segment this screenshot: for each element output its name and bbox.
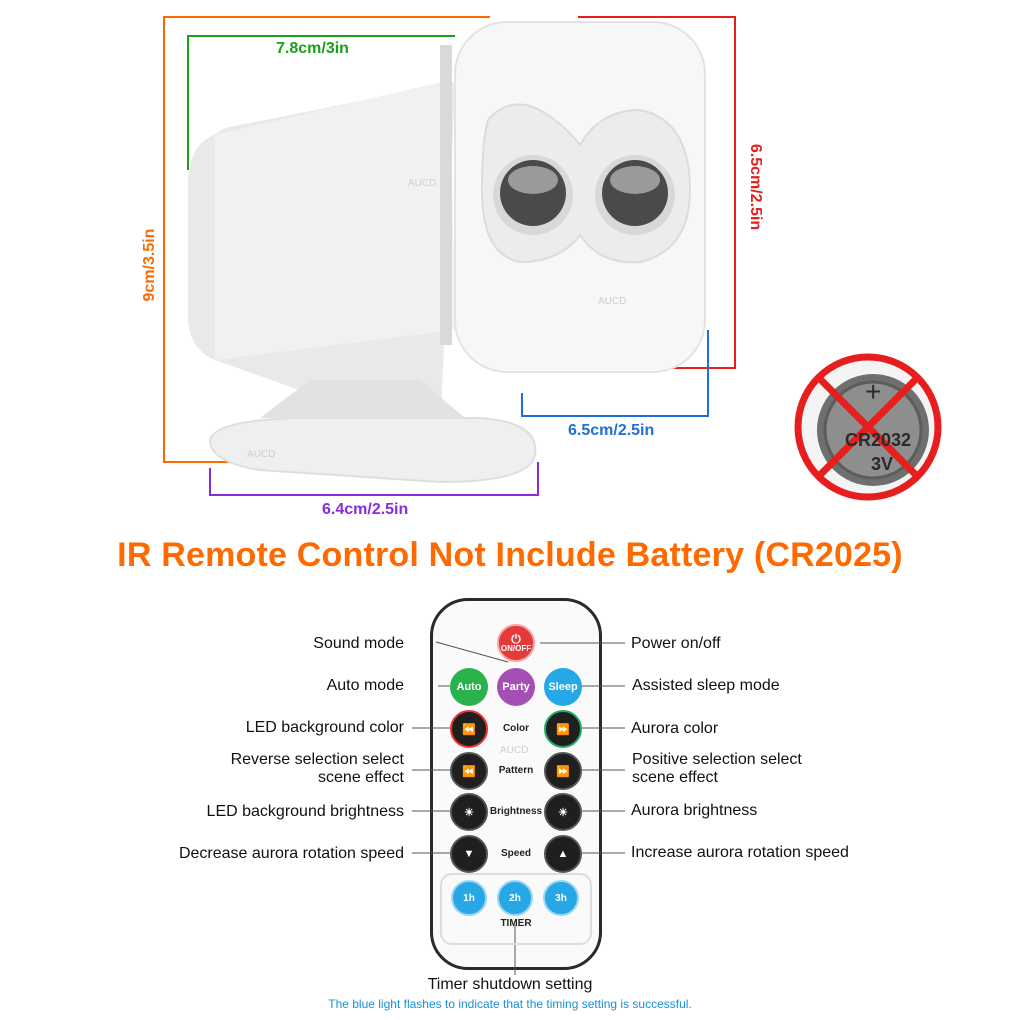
watermark-product: AUCD [408, 178, 437, 189]
power-label: Power on/off [631, 635, 721, 652]
depth-dimension-label: 6.5cm/2.5in [568, 422, 655, 439]
timer-panel [440, 873, 592, 945]
projector-body [188, 21, 706, 484]
height-right-dimension-label: 6.5cm/2.5in [747, 143, 764, 231]
width-dimension-label: 7.8cm/3in [276, 40, 349, 57]
aurora-brightness-button[interactable]: ☀ [544, 793, 582, 831]
auto-mode-label: Auto mode [326, 677, 404, 694]
led-bg-color-label: LED background color [245, 719, 404, 736]
positive-scene-button[interactable]: ⏩ [544, 752, 582, 790]
increase-speed-label: Increase aurora rotation speed [631, 844, 849, 861]
timer-1h-button[interactable]: 1h [451, 880, 487, 916]
led-brightness-button[interactable]: ☀ [450, 793, 488, 831]
aurora-brightness-label: Aurora brightness [631, 802, 758, 819]
chevron-up-icon: ▲ [557, 848, 569, 860]
power-button-label: ON/OFF [500, 643, 532, 653]
increase-speed-button[interactable]: ▲ [544, 835, 582, 873]
power-button[interactable]: ⏻ ON/OFF [497, 624, 535, 662]
battery-notice-headline: IR Remote Control Not Include Battery (C… [117, 536, 903, 574]
battery-voltage: 3V [871, 454, 894, 474]
dimension-lines [163, 16, 736, 496]
reverse-selection-line2: scene effect [318, 769, 404, 786]
pattern-label: Pattern [498, 765, 534, 776]
sleep-mode-label: Assisted sleep mode [632, 677, 780, 694]
battery-prohibited: + CR2032 3V [793, 352, 943, 502]
decrease-speed-label: Decrease aurora rotation speed [178, 845, 404, 862]
chevron-down-icon: ▼ [463, 848, 475, 860]
watermark-base: AUCD [247, 449, 276, 460]
decrease-speed-button[interactable]: ▼ [450, 835, 488, 873]
aurora-color-label: Aurora color [631, 720, 719, 737]
timer-3h-button[interactable]: 3h [543, 880, 579, 916]
aurora-color-button[interactable]: ⏩ [544, 710, 582, 748]
rewind-icon: ⏪ [462, 723, 476, 736]
battery-model: CR2032 [845, 430, 912, 450]
reverse-selection-line1: Reverse selection select [230, 751, 404, 768]
led-color-button[interactable]: ⏪ [450, 710, 488, 748]
sound-mode-label: Sound mode [313, 635, 404, 652]
no-battery-icon [794, 353, 942, 501]
brightness-label: Brightness [489, 806, 543, 817]
fast-forward-icon: ⏩ [556, 723, 570, 736]
positive-selection-line2: scene effect [632, 769, 718, 786]
callout-lines [412, 641, 625, 975]
fast-forward-icon: ⏩ [556, 765, 570, 778]
bulb-icon: ☀ [558, 806, 568, 819]
reverse-selection-label: Reverse selection select scene effect [160, 751, 404, 787]
power-icon: ⏻ [511, 631, 521, 646]
reverse-scene-button[interactable]: ⏪ [450, 752, 488, 790]
base-width-dimension-label: 6.4cm/2.5in [322, 501, 409, 518]
positive-selection-line1: Positive selection select [632, 751, 802, 768]
timer-success-note: The blue light flashes to indicate that … [328, 997, 692, 1011]
bulb-icon: ☀ [464, 806, 474, 819]
auto-button[interactable]: Auto [450, 668, 488, 706]
positive-selection-label: Positive selection select scene effect [632, 751, 802, 787]
led-bg-brightness-label: LED background brightness [206, 803, 404, 820]
sleep-button[interactable]: Sleep [544, 668, 582, 706]
party-button[interactable]: Party [497, 668, 535, 706]
speed-label: Speed [500, 848, 531, 859]
timer-label: TIMER [500, 918, 532, 929]
rewind-icon: ⏪ [462, 765, 476, 778]
height-left-dimension-label: 9cm/3.5in [141, 228, 158, 302]
timer-shutdown-label: Timer shutdown setting [427, 976, 593, 993]
battery-plus: + [865, 376, 882, 407]
watermark-remote: AUCD [500, 745, 529, 756]
timer-2h-button[interactable]: 2h [497, 880, 533, 916]
product-illustration [163, 16, 736, 496]
color-label: Color [502, 723, 530, 734]
watermark-product-2: AUCD [598, 296, 627, 307]
